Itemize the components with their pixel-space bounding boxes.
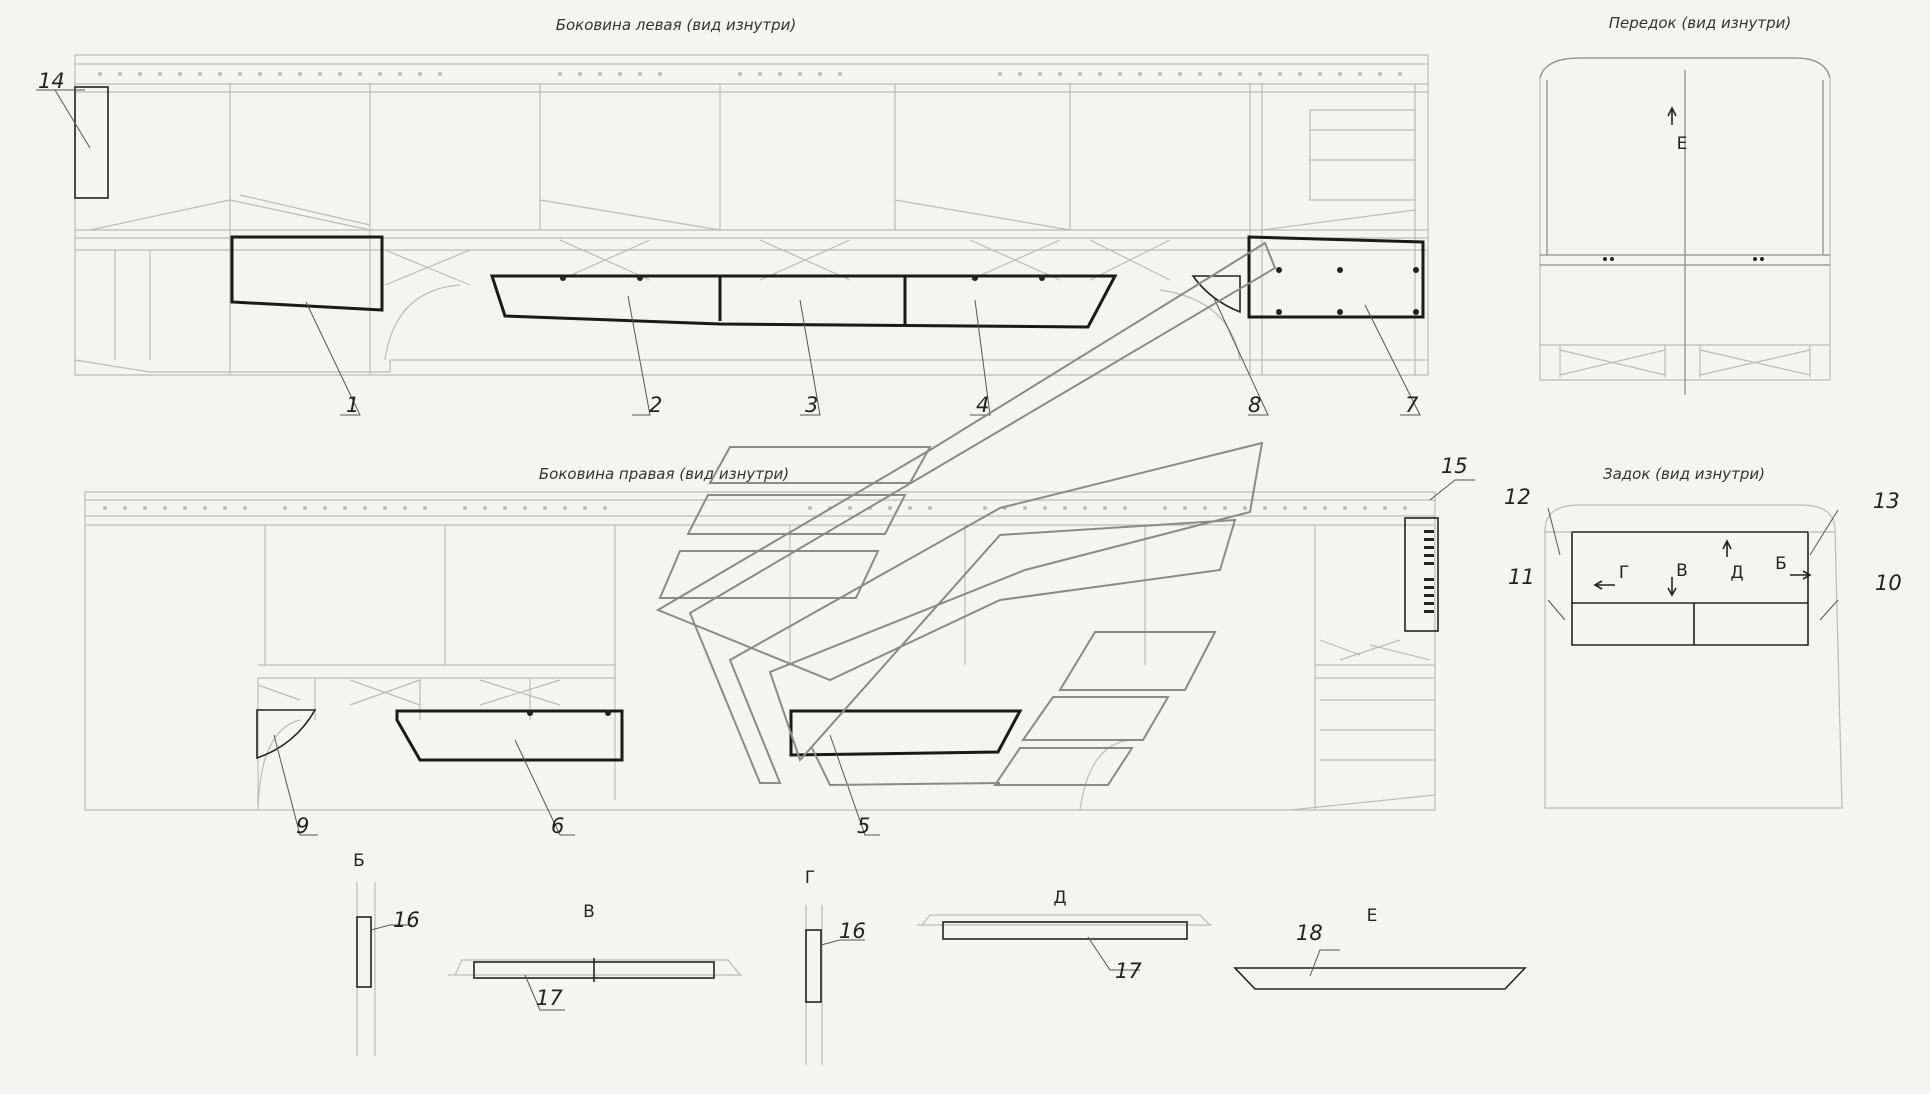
part-number-7: 7 (1405, 393, 1419, 417)
part-9-panel (256, 709, 317, 760)
part-number-9: 9 (296, 814, 309, 838)
part-number-14: 14 (38, 69, 65, 93)
section-letter-v: В (583, 902, 595, 922)
part-number-16b: 16 (839, 919, 866, 943)
part-number-3: 3 (805, 393, 818, 417)
left-side-view: Боковина левая (вид изнутри) (36, 16, 1429, 416)
rear-letter-d: Д (1730, 563, 1743, 583)
section-letter-d: Д (1053, 888, 1066, 908)
part-number-4: 4 (976, 393, 989, 417)
section-b-profile (356, 916, 372, 988)
part-number-2: 2 (649, 393, 662, 417)
part-number-5: 5 (857, 814, 870, 838)
part-number-1: 1 (346, 393, 359, 417)
section-g-profile (805, 929, 822, 1003)
part-number-15: 15 (1441, 454, 1468, 478)
rear-view: Задок (вид изнутри) Г В Д Б (1544, 465, 1843, 809)
part-14-panel (74, 86, 109, 199)
part-6-panel (395, 709, 624, 762)
part-number-11: 11 (1508, 565, 1535, 589)
part-number-12: 12 (1504, 485, 1531, 509)
right-side-view: Боковина правая (вид изнутри) (84, 465, 1475, 836)
part-number-10: 10 (1875, 571, 1902, 595)
rear-letter-b: Б (1775, 554, 1787, 574)
section-views: Б В Г Д Е (353, 851, 1527, 1065)
section-d-profile (942, 921, 1188, 940)
part-15-panel (1404, 517, 1439, 632)
watermark-logo (655, 241, 1277, 787)
front-view-letter-e: Е (1677, 134, 1688, 154)
part-number-17a: 17 (536, 986, 563, 1010)
part-numbers: 14 1 2 3 4 8 7 15 12 13 11 10 9 6 5 16 1… (38, 69, 1902, 1010)
rear-letter-v: В (1676, 561, 1688, 581)
front-title: Передок (вид изнутри) (1609, 14, 1791, 32)
part-number-8: 8 (1248, 393, 1261, 417)
part-1-panel (230, 235, 384, 312)
part-7-panel (1247, 235, 1425, 319)
right-side-title: Боковина правая (вид изнутри) (539, 465, 789, 483)
section-e-profile (1233, 967, 1527, 990)
section-letter-b: Б (353, 851, 365, 871)
part-number-18: 18 (1296, 921, 1323, 945)
section-letter-e: Е (1367, 906, 1378, 926)
left-side-title: Боковина левая (вид изнутри) (556, 16, 797, 34)
rear-letter-g: Г (1619, 563, 1629, 583)
part-5-panel (789, 709, 1023, 757)
parts-2-3-4-panel (489, 274, 1118, 329)
section-letter-g: Г (805, 868, 815, 888)
part-number-16a: 16 (393, 908, 420, 932)
part-number-6: 6 (551, 814, 564, 838)
part-number-17b: 17 (1115, 959, 1142, 983)
part-number-13: 13 (1873, 489, 1900, 513)
front-view: Передок (вид изнутри) Е (1539, 14, 1831, 395)
rear-title: Задок (вид изнутри) (1603, 465, 1765, 483)
